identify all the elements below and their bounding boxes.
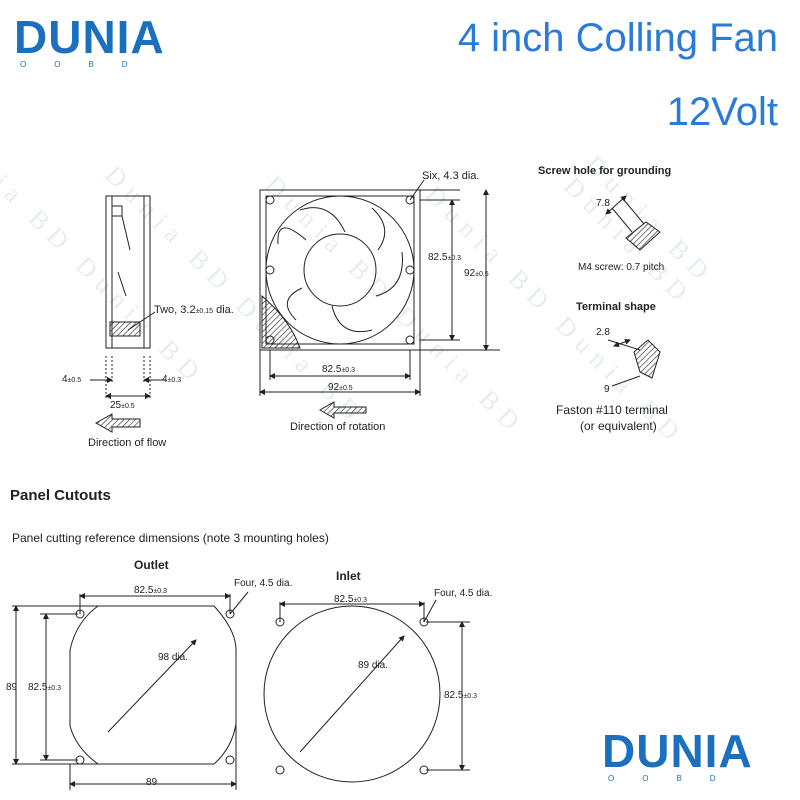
terminal-drawing [607,338,661,387]
outlet-diameter: 98 dia. [158,652,189,663]
inlet-top-dim: 82.5±0.3 [334,594,368,605]
outlet-holes-label: Four, 4.5 dia. [234,578,293,589]
front-dim-outer-v: 92±0.5 [464,268,489,279]
screw-hole-caption: M4 screw: 0.7 pitch [578,262,665,273]
front-dim-inner-h: 82.5±0.3 [322,364,356,375]
side-dim-left: 4±0.5 [62,374,82,385]
outlet-bottom-dim: 89 [146,777,158,788]
flow-caption: Direction of flow [88,437,167,449]
screw-hole-dim: 7.8 [596,198,610,209]
screw-hole-heading: Screw hole for grounding [538,165,672,177]
front-dim-inner-v: 82.5±0.3 [428,252,462,263]
side-two-holes-label: Two, 3.2±0.15 dia. [154,304,234,316]
inlet-diameter: 89 dia. [358,660,389,671]
page-title-line2: 12Volt [666,90,778,134]
panel-heading: Panel Cutouts [10,487,111,504]
front-dim-outer-h: 92±0.5 [328,382,353,393]
outlet-label: Outlet [134,558,169,572]
front-six-holes-label: Six, 4.3 dia. [422,170,480,182]
inlet-holes-label: Four, 4.5 dia. [434,588,493,599]
front-view [259,179,500,419]
terminal-dim-bottom: 9 [604,384,610,395]
terminal-caption-1: Faston #110 terminal [556,403,668,417]
logo-top: DUNIA OOBD [14,14,165,69]
outlet-left-outer: 89 [6,682,18,693]
screw-hole-drawing [605,195,661,251]
outlet-cutout [12,591,249,790]
logo-word: DUNIA [14,11,165,63]
panel-subheading: Panel cutting reference dimensions (note… [12,531,329,545]
terminal-heading: Terminal shape [576,301,656,313]
rotation-caption: Direction of rotation [290,421,386,433]
logo-sub: OOBD [20,60,156,69]
logo-sub-bottom: OOBD [608,774,744,783]
side-dim-right: 4±0.3 [162,374,182,385]
outlet-left-inner: 82.5±0.3 [28,682,62,693]
logo-bottom: DUNIA OOBD [602,728,753,783]
logo-word-bottom: DUNIA [602,725,753,777]
terminal-dim-top: 2.8 [596,327,610,338]
side-view [90,195,166,433]
side-dim-depth: 25±0.5 [110,400,135,411]
inlet-label: Inlet [336,569,361,583]
inlet-right-dim: 82.5±0.3 [444,690,478,701]
page-title-line1: 4 inch Colling Fan [457,16,778,60]
outlet-top-dim: 82.5±0.3 [134,585,168,596]
terminal-caption-2: (or equivalent) [580,419,657,433]
inlet-cutout [263,599,470,783]
